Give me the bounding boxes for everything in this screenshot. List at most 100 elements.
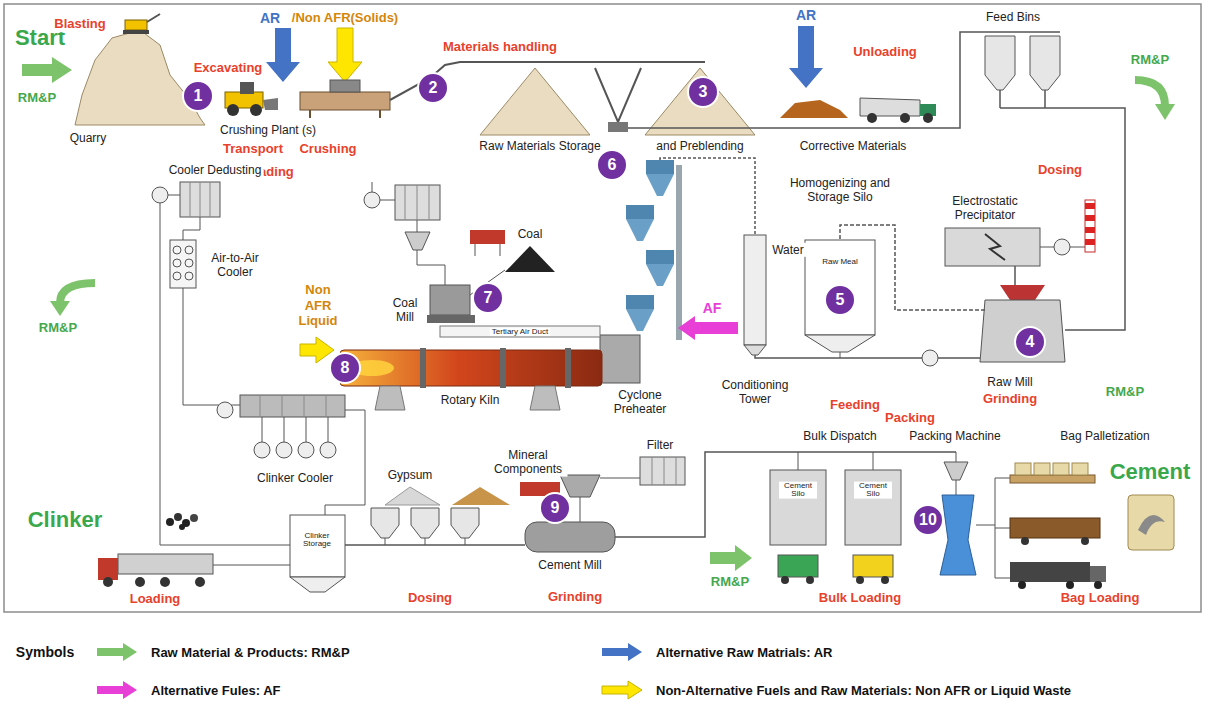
input-label: AF: [701, 300, 724, 317]
callout-number: 7: [472, 282, 504, 314]
alt-raw-material-arrow: [789, 26, 823, 88]
step-label: Bag Loading: [1059, 590, 1142, 606]
equipment-label: Cement Silo: [779, 482, 817, 499]
legend-heading: Symbols: [14, 644, 76, 661]
callout-text: 6: [608, 156, 617, 174]
part-label: Electrostatic Precipitator: [938, 194, 1032, 223]
flow-arrow: [50, 301, 70, 316]
feed-bin: [1030, 36, 1060, 90]
callout-text: 7: [484, 289, 493, 307]
flow-label: RM&P: [37, 320, 79, 336]
step-label: Feeding: [828, 397, 882, 413]
quarry-hill: [75, 30, 205, 125]
callout-number: 8: [329, 352, 361, 384]
part-label: Raw Mill: [985, 375, 1034, 389]
callout-number: 2: [417, 72, 449, 104]
clinker-storage: [213, 515, 345, 592]
callout-text: 3: [699, 83, 708, 101]
flow-arrow: [22, 57, 72, 83]
part-label: Water: [770, 243, 806, 257]
tertiary-air-duct: [440, 326, 600, 337]
callout-text: 8: [341, 359, 350, 377]
flow-arrow: [1155, 104, 1175, 120]
legend-item: Raw Material & Products: RM&P: [95, 642, 350, 662]
step-label: Bulk Loading: [817, 590, 903, 606]
part-label: Crushing Plant (s): [218, 123, 318, 137]
part-label: Quarry: [68, 131, 109, 145]
part-label: Air-to-Air Cooler: [198, 251, 272, 280]
conditioning-tower: [744, 235, 766, 355]
part-label: Cement Mill: [536, 558, 603, 572]
flow-label: RM&P: [1104, 384, 1146, 400]
legend-item: Alternative Raw Matrials: AR: [600, 642, 833, 662]
callout-text: 4: [1026, 333, 1035, 351]
input-label: /Non AFR(Solids): [290, 10, 400, 26]
cement-mill: [525, 452, 956, 552]
corrective-material-pile: [780, 100, 848, 118]
flow-arrow: [710, 545, 752, 571]
part-label: Cyclone Preheater: [607, 388, 673, 417]
packing-machine: [940, 462, 1010, 578]
step-label: Blasting: [52, 16, 107, 32]
step-label: Grinding: [546, 589, 604, 605]
cyclone-preheater: [600, 160, 682, 383]
legend-text: Non-Alternative Fuels and Raw Materials:…: [656, 683, 1071, 698]
part-label: Coal Mill: [383, 296, 427, 325]
rotary-kiln: [340, 348, 602, 410]
excavator-icon: [123, 14, 160, 34]
legend-swatch: [95, 680, 139, 700]
stage-label: Cement: [1108, 459, 1193, 485]
part-label: Feed Bins: [984, 10, 1042, 24]
clinker-cooler: [217, 395, 365, 515]
flow-label: RM&P: [16, 90, 58, 106]
flow-arrow: [60, 283, 95, 303]
input-label: Non AFR Liquid: [293, 282, 343, 329]
callout-text: 2: [429, 79, 438, 97]
legend-item: Non-Alternative Fuels and Raw Materials:…: [600, 680, 1071, 700]
callout-number: 5: [824, 284, 856, 316]
gas-duct: [755, 355, 980, 358]
feed-bin: [985, 36, 1015, 90]
callout-number: 6: [596, 149, 628, 181]
part-label: Filter: [645, 438, 676, 452]
electrostatic-precipitator: [945, 228, 1085, 266]
clinker-truck: [98, 554, 213, 587]
cooler-dedusting: [152, 182, 290, 545]
step-label: Loading: [128, 591, 183, 607]
part-label: Coal: [516, 227, 545, 241]
part-label: and Preblending: [654, 139, 745, 153]
part-label: Clinker Cooler: [255, 471, 335, 485]
non-afr-arrow: [300, 337, 334, 363]
step-label: Crushing: [297, 141, 358, 157]
non-afr-arrow: [328, 28, 362, 82]
stockpile: [645, 68, 755, 135]
equipment-label: Cement Silo: [854, 482, 892, 499]
callout-text: 9: [551, 499, 560, 517]
homogenizing-silo: [805, 240, 875, 352]
cement-bag: [1128, 495, 1174, 550]
step-label: Materials handling: [441, 39, 559, 55]
callout-text: 5: [836, 291, 845, 309]
gas-duct: [660, 158, 755, 235]
legend-text: Alternative Fules: AF: [151, 683, 281, 698]
equipment-label: Clinker Storage: [295, 532, 339, 549]
clinker-pile: [166, 513, 198, 530]
stockpile: [480, 68, 590, 135]
legend-text: Alternative Raw Matrials: AR: [656, 645, 833, 660]
step-label: Excavating: [192, 60, 265, 76]
step-label: Unloading: [851, 44, 919, 60]
reclaimer: [595, 68, 641, 132]
legend-swatch: [600, 642, 644, 662]
callout-number: 10: [912, 504, 944, 536]
callout-text: 10: [919, 511, 937, 529]
legend-swatch: [600, 680, 644, 700]
legend-item: Alternative Fules: AF: [95, 680, 281, 700]
alt-raw-material-arrow: [266, 28, 300, 82]
step-label: Grinding: [981, 391, 1039, 407]
callout-number: 3: [687, 76, 719, 108]
callout-text: 1: [194, 87, 203, 105]
step-label: Dosing: [1036, 162, 1084, 178]
part-label: Rotary Kiln: [439, 393, 502, 407]
part-label: Cooler Dedusting: [167, 163, 264, 177]
fan-symbol: [922, 350, 938, 366]
